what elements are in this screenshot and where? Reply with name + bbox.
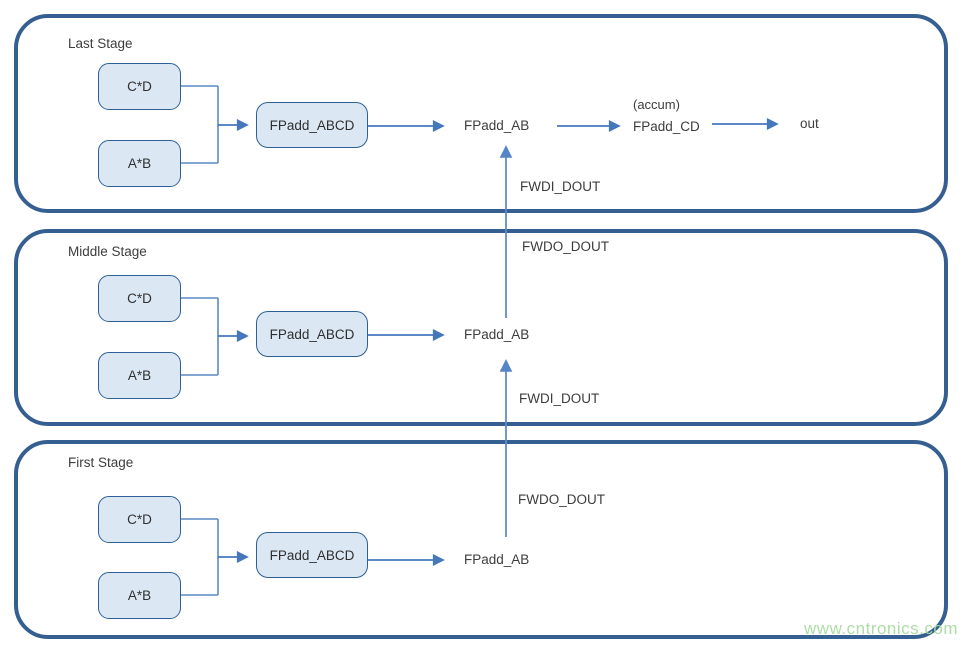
first-stage-frame bbox=[14, 440, 948, 639]
first-stage-fwdo-dout-label: FWDO_DOUT bbox=[518, 492, 605, 507]
last-stage-mul-cd-box: C*D bbox=[98, 63, 181, 110]
last-stage-fpadd-abcd-box: FPadd_ABCD bbox=[256, 102, 368, 148]
middle-stage-fpadd-abcd-box: FPadd_ABCD bbox=[256, 311, 368, 357]
middle-stage-fpadd-ab-node: FPadd_AB bbox=[464, 327, 530, 342]
last-stage-fwdi-dout-label: FWDI_DOUT bbox=[520, 179, 601, 194]
last-stage-fpadd-ab-node: FPadd_AB bbox=[464, 118, 530, 133]
first-stage-label: First Stage bbox=[68, 455, 134, 470]
last-stage-frame bbox=[14, 14, 948, 213]
middle-stage-label: Middle Stage bbox=[68, 244, 147, 259]
fpadd-cd-node: FPadd_CD bbox=[633, 119, 700, 134]
middle-stage-fwdi-dout-label: FWDI_DOUT bbox=[519, 391, 600, 406]
first-stage-fpadd-abcd-box: FPadd_ABCD bbox=[256, 532, 368, 578]
first-stage-mul-cd-box: C*D bbox=[98, 496, 181, 543]
middle-stage-fwdo-dout-label: FWDO_DOUT bbox=[522, 239, 609, 254]
middle-stage-mul-ab-box: A*B bbox=[98, 352, 181, 399]
last-stage-label: Last Stage bbox=[68, 36, 133, 51]
first-stage-mul-ab-box: A*B bbox=[98, 572, 181, 619]
middle-stage-mul-cd-box: C*D bbox=[98, 275, 181, 322]
last-stage-mul-ab-box: A*B bbox=[98, 140, 181, 187]
first-stage-fpadd-ab-node: FPadd_AB bbox=[464, 552, 530, 567]
middle-stage-frame bbox=[14, 229, 948, 426]
watermark: www.cntronics.com bbox=[804, 619, 958, 638]
accum-note: (accum) bbox=[633, 97, 680, 112]
out-node: out bbox=[800, 116, 819, 131]
